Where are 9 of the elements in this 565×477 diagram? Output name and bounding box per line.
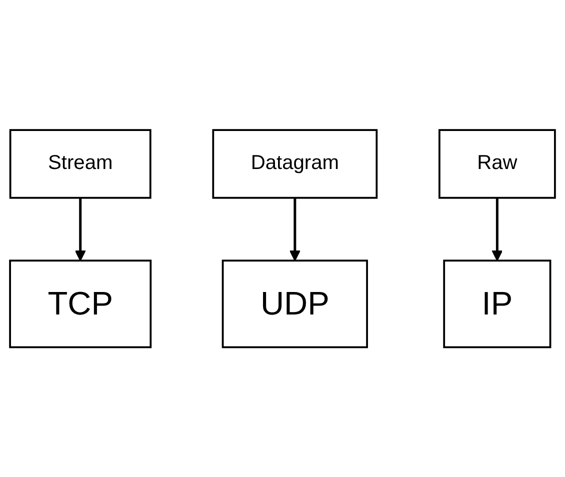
node-box: UDP — [222, 260, 368, 348]
node-box: Raw — [438, 128, 556, 199]
arrow — [74, 198, 86, 261]
node-box: TCP — [9, 260, 152, 348]
node-box: Datagram — [212, 128, 378, 199]
node-box: IP — [443, 260, 552, 348]
arrow — [492, 198, 503, 261]
node-box: Stream — [9, 128, 152, 199]
arrow — [289, 198, 300, 261]
